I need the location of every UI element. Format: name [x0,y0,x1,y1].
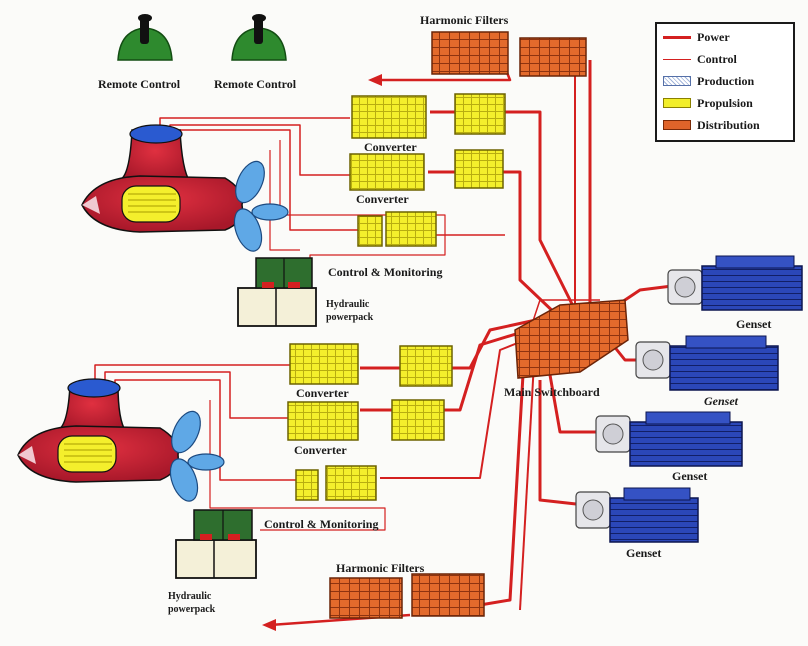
label-control-monitoring-2: Control & Monitoring [264,518,378,530]
arrow-top-icon [368,74,382,86]
label-remote-control-2: Remote Control [214,78,296,90]
label-converter-1: Converter [364,141,417,153]
genset-2-icon [636,336,778,390]
converter-bottom-2 [288,400,444,440]
label-genset-4: Genset [626,547,661,559]
legend: Power Control Production Propulsion Dist… [655,22,795,142]
converter-top-2 [350,150,503,190]
label-converter-3: Converter [296,387,349,399]
label-hydraulic-1-line2: powerpack [326,313,373,323]
converter-top-1 [352,94,505,138]
distribution-swatch-icon [663,120,691,130]
production-swatch-icon [663,76,691,86]
label-converter-4: Converter [294,444,347,456]
label-hydraulic-1-line1: Hydraulic [326,300,369,310]
label-hydraulic-2-line2: powerpack [168,605,215,615]
label-main-switchboard: Main Switchboard [504,386,600,398]
legend-item-production: Production [663,74,793,88]
remote-control-1-icon [118,14,172,60]
genset-3-icon [596,412,742,466]
main-switchboard [515,300,628,378]
converter-bottom-1 [290,344,452,386]
hydraulic-powerpack-bottom [176,510,256,578]
legend-item-power: Power [663,30,793,44]
control-line-icon [663,59,691,60]
legend-item-distribution: Distribution [663,118,793,132]
label-genset-1: Genset [736,318,771,330]
hydraulic-powerpack-top [238,258,316,326]
label-harmonic-filters-bottom: Harmonic Filters [336,562,424,574]
label-control-monitoring-1: Control & Monitoring [328,266,442,278]
label-remote-control-1: Remote Control [98,78,180,90]
legend-label-production: Production [697,74,754,88]
label-genset-3: Genset [672,470,707,482]
azipod-bottom-icon [18,379,224,505]
label-harmonic-filters-top: Harmonic Filters [420,14,508,26]
propulsion-swatch-icon [663,98,691,108]
legend-label-control: Control [697,52,737,66]
power-line-icon [663,36,691,39]
label-hydraulic-2-line1: Hydraulic [168,592,211,602]
legend-item-control: Control [663,52,793,66]
harmonic-filter-top [432,32,586,76]
control-unit-bottom [296,466,376,500]
legend-item-propulsion: Propulsion [663,96,793,110]
label-genset-2: Genset [704,395,738,407]
harmonic-filter-bottom [330,574,484,618]
genset-1-icon [668,256,802,310]
azipod-top-icon [82,125,288,255]
label-converter-2: Converter [356,193,409,205]
control-unit-top [358,212,436,246]
legend-label-propulsion: Propulsion [697,96,753,110]
remote-control-2-icon [232,14,286,60]
legend-label-power: Power [697,30,730,44]
genset-4-icon [576,488,698,542]
legend-label-distribution: Distribution [697,118,760,132]
arrow-bottom-icon [262,619,276,631]
